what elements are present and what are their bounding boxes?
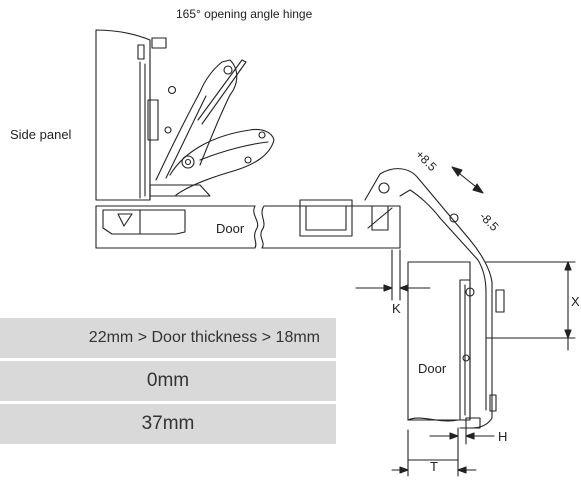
door-label-side: Door	[418, 361, 447, 376]
dim-k	[355, 284, 431, 292]
hinge-arm-top	[149, 59, 275, 197]
dim-x-label: X	[571, 294, 580, 309]
dim-x	[485, 261, 576, 351]
side-panel-drawing	[95, 29, 167, 201]
hinge-open-drawing	[364, 168, 505, 429]
diagram-title: 165° opening angle hinge	[176, 7, 313, 21]
side-panel-label: Side panel	[10, 127, 72, 142]
spec-row-k-value: 0mm	[0, 361, 336, 401]
dim-t-label: T	[430, 459, 438, 474]
dim-t	[391, 429, 477, 477]
dim-h-label: H	[498, 429, 508, 444]
dim-k-label: K	[392, 301, 401, 316]
door-label-top: Door	[216, 221, 245, 236]
dim-h	[429, 427, 495, 445]
spec-row-t-value: 37mm	[0, 404, 336, 444]
door-top-drawing	[95, 199, 401, 249]
adjust-arrow	[451, 166, 484, 194]
spec-row-door-thickness: 22mm > Door thickness > 18mm	[0, 318, 336, 358]
side-panel-vertical	[391, 249, 471, 422]
